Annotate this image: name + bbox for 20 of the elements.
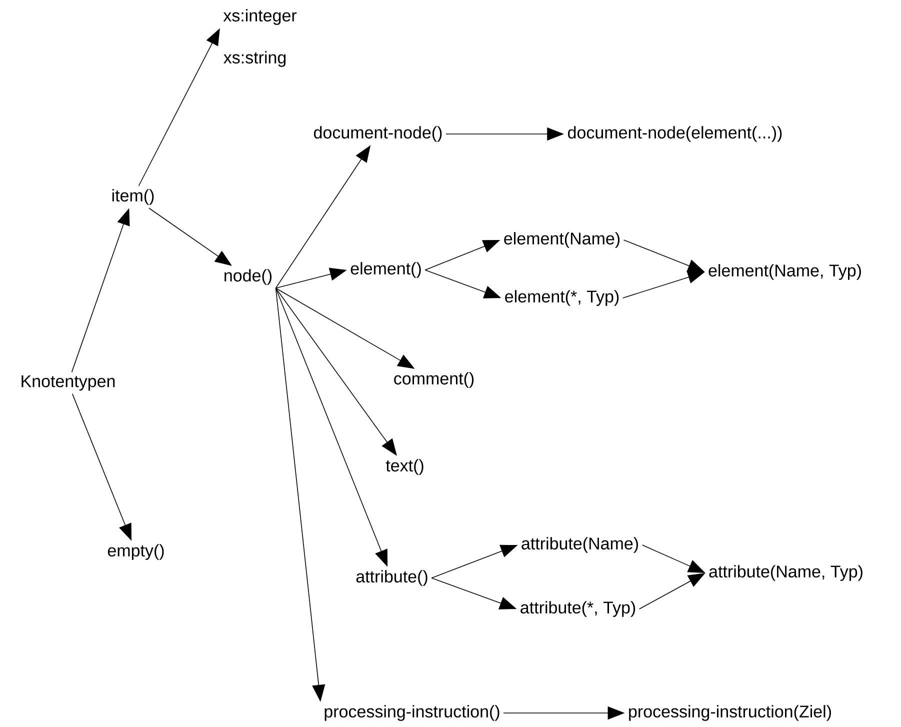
- node-label: xs:integer: [223, 9, 297, 25]
- node-label: text(): [386, 459, 424, 475]
- node-label: processing-instruction(Ziel): [629, 705, 831, 721]
- node-label: document-node(element(...)): [568, 126, 782, 142]
- node-label: element(Name, Typ): [708, 264, 861, 280]
- node-label: processing-instruction(): [324, 705, 500, 721]
- node-label: attribute(*, Typ): [520, 601, 636, 617]
- node-label: comment(): [394, 372, 474, 388]
- node-label: item(): [112, 189, 154, 205]
- node-label: node(): [224, 269, 272, 285]
- node-label: element(*, Typ): [505, 290, 619, 306]
- node-label: xs:string: [224, 51, 286, 67]
- node-label: element(): [350, 262, 421, 278]
- node-label: Knotentypen: [22, 375, 115, 391]
- node-label: attribute(Name): [522, 537, 638, 553]
- node-label: attribute(): [356, 570, 428, 586]
- node-label: document-node(): [314, 126, 442, 142]
- node-label: element(Name): [504, 232, 620, 248]
- node-label: empty(): [108, 544, 164, 560]
- node-label: attribute(Name, Typ): [709, 565, 862, 581]
